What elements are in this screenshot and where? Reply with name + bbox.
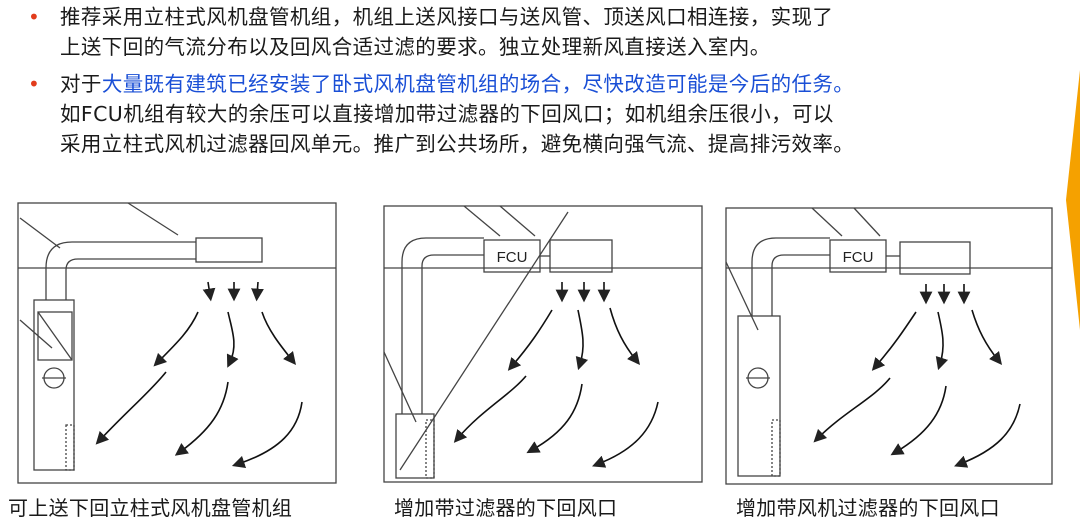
diagram-3-fan-filter-return: FCU — [725, 207, 1053, 485]
bullet-2-line-1: 对于大量既有建筑已经安装了卧式风机盘管机组的场合，尽快改造可能是今后的任务。 — [60, 69, 1048, 99]
bullet-list: • 推荐采用立柱式风机盘管机组，机组上送风接口与送风管、顶送风口相连接，实现了 … — [28, 2, 1048, 159]
bullet-1-line-2: 上送下回的气流分布以及回风合适过滤的要求。独立处理新风直接送入室内。 — [60, 35, 771, 59]
diagram-1-caption: 可上送下回立柱式风机盘管机组 — [8, 496, 293, 520]
bullet-marker: • — [28, 5, 41, 29]
bullet-2-line-2: 如FCU机组有较大的余压可以直接增加带过滤器的下回风口；如机组余压很小，可以 — [60, 102, 834, 126]
diagram-2-caption: 增加带过滤器的下回风口 — [394, 496, 618, 520]
diagram-2-filter-return: FCU — [383, 205, 703, 483]
bullet-1-line-1: 推荐采用立柱式风机盘管机组，机组上送风接口与送风管、顶送风口相连接，实现了 — [60, 5, 834, 29]
fcu-box-label: FCU — [843, 249, 874, 266]
bullet-2-line-3: 采用立柱式风机过滤器回风单元。推广到公共场所，避免横向强气流、提高排污效率。 — [60, 132, 855, 156]
bullet-marker: • — [28, 72, 41, 96]
diagram-3-caption: 增加带风机过滤器的下回风口 — [736, 496, 1000, 520]
bullet-2-prefix: 对于 — [60, 72, 102, 96]
bullet-item-1: • 推荐采用立柱式风机盘管机组，机组上送风接口与送风管、顶送风口相连接，实现了 … — [28, 2, 1048, 62]
fcu-box-label: FCU — [497, 249, 528, 266]
bullet-item-2: • 对于大量既有建筑已经安装了卧式风机盘管机组的场合，尽快改造可能是今后的任务。… — [28, 69, 1048, 159]
diagram-1-column-fcu — [17, 202, 337, 484]
slide-accent-triangle — [1066, 70, 1080, 330]
bullet-2-highlight: 大量既有建筑已经安装了卧式风机盘管机组的场合，尽快改造可能是今后的任务。 — [101, 72, 855, 96]
